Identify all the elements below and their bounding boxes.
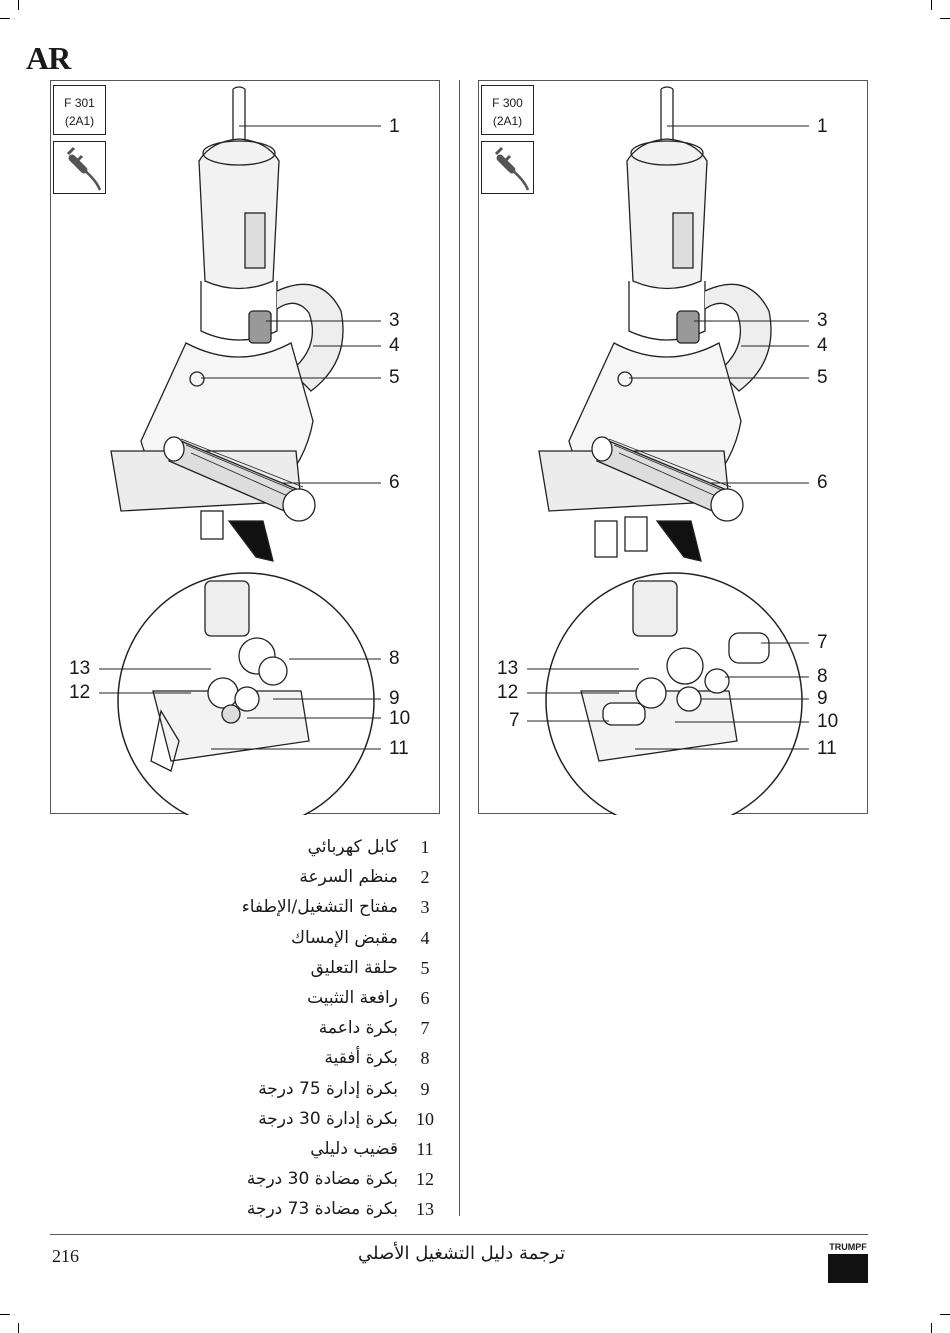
callout-3: 3 <box>389 310 400 331</box>
legend-number: 10 <box>416 1108 434 1129</box>
callout-12: 12 <box>69 682 91 703</box>
legend-label: رافعة التثبيت <box>307 987 398 1008</box>
crop-mark <box>931 0 932 10</box>
crop-mark <box>0 1314 10 1315</box>
model-code: (2A1) <box>492 114 523 128</box>
legend-number: 8 <box>420 1048 430 1069</box>
callout-4: 4 <box>389 335 400 356</box>
legend-number: 7 <box>420 1018 430 1039</box>
footer-divider <box>50 1234 868 1235</box>
legend-number: 9 <box>420 1078 430 1099</box>
model-name: F 300 <box>492 96 523 110</box>
brand-logo: TRUMPF <box>828 1242 868 1283</box>
crop-mark <box>0 18 10 19</box>
legend-item: 4 مقبض الإمساك <box>78 924 438 954</box>
model-label-box: F 301 (2A1) <box>53 85 106 135</box>
callout-12: 12 <box>497 682 519 703</box>
page-number: 216 <box>52 1246 79 1266</box>
callout-6: 6 <box>389 472 400 493</box>
callout-8: 8 <box>817 666 828 687</box>
legend-number: 11 <box>416 1138 434 1159</box>
column-divider <box>459 80 460 1216</box>
model-name: F 301 <box>64 96 95 110</box>
callout-5: 5 <box>389 367 400 388</box>
crop-mark <box>940 1314 950 1315</box>
legend-label: بكرة أفقية <box>324 1048 398 1069</box>
crop-mark <box>940 18 950 19</box>
callout-11: 11 <box>817 738 837 759</box>
crop-mark <box>931 1323 932 1333</box>
power-plug-icon <box>53 141 106 194</box>
crop-mark <box>18 1323 19 1333</box>
legend-label: بكرة إدارة 75 درجة <box>258 1078 398 1099</box>
legend-number: 3 <box>420 897 430 918</box>
legend-item: 6 رافعة التثبيت <box>78 984 438 1014</box>
legend-item: 13 بكرة مضادة 73 درجة <box>78 1195 438 1225</box>
legend-item: 5 حلقة التعليق <box>78 954 438 984</box>
figure-f301: F 301 (2A1) <box>50 80 440 815</box>
legend-label: قضيب دليلي <box>310 1138 398 1159</box>
legend-label: حلقة التعليق <box>310 957 398 978</box>
callout-1: 1 <box>817 116 828 137</box>
legend-number: 6 <box>420 987 430 1008</box>
legend-item: 3 مفتاح التشغيل/الإطفاء <box>78 893 438 923</box>
callout-7: 7 <box>509 710 520 731</box>
legend-number: 2 <box>420 867 430 888</box>
legend-number: 12 <box>416 1169 434 1190</box>
legend-item: 9 بكرة إدارة 75 درجة <box>78 1075 438 1105</box>
legend-label: مفتاح التشغيل/الإطفاء <box>241 897 398 918</box>
footer-title: ترجمة دليل التشغيل الأصلي <box>358 1243 566 1264</box>
legend-item: 11 قضيب دليلي <box>78 1135 438 1165</box>
crop-mark <box>18 0 19 10</box>
callout-1: 1 <box>389 116 400 137</box>
callout-10: 10 <box>817 711 839 732</box>
model-code: (2A1) <box>64 114 95 128</box>
legend-label: بكرة إدارة 30 درجة <box>258 1108 398 1129</box>
legend-item: 10 بكرة إدارة 30 درجة <box>78 1105 438 1135</box>
language-code: AR <box>26 40 71 76</box>
legend-number: 1 <box>420 837 430 857</box>
callout-9: 9 <box>389 688 400 709</box>
legend-label: بكرة مضادة 30 درجة <box>246 1169 398 1190</box>
callout-8: 8 <box>389 648 400 669</box>
legend-item: 8 بكرة أفقية <box>78 1044 438 1074</box>
tool-illustration <box>99 86 381 815</box>
legend-label: مقبض الإمساك <box>291 927 398 948</box>
model-label-box: F 300 (2A1) <box>481 85 534 135</box>
callout-11: 11 <box>389 738 409 759</box>
callout-10: 10 <box>389 708 411 729</box>
legend-label: كابل كهربائي <box>307 837 398 857</box>
callout-4: 4 <box>817 335 828 356</box>
legend-item: 1 كابل كهربائي <box>78 833 438 863</box>
callout-9: 9 <box>817 688 828 709</box>
callout-3: 3 <box>817 310 828 331</box>
callout-7: 7 <box>817 632 828 653</box>
power-plug-icon <box>481 141 534 194</box>
legend-number: 13 <box>416 1199 434 1220</box>
legend-label: منظم السرعة <box>299 867 398 888</box>
legend-number: 4 <box>420 927 430 948</box>
legend-number: 5 <box>420 957 430 978</box>
legend-label: بكرة داعمة <box>318 1018 398 1039</box>
brand-name: TRUMPF <box>829 1242 867 1252</box>
parts-legend: 1 كابل كهربائي 2 منظم السرعة 3 مفتاح التشغي… <box>78 833 438 1225</box>
legend-item: 2 منظم السرعة <box>78 863 438 893</box>
callout-13: 13 <box>69 658 91 679</box>
brand-block-icon <box>828 1254 868 1283</box>
figure-f300: F 300 (2A1) <box>478 80 868 815</box>
callout-6: 6 <box>817 472 828 493</box>
tool-illustration <box>527 86 809 815</box>
callout-13: 13 <box>497 658 519 679</box>
legend-item: 7 بكرة داعمة <box>78 1014 438 1044</box>
callout-5: 5 <box>817 367 828 388</box>
legend-label: بكرة مضادة 73 درجة <box>246 1199 398 1220</box>
legend-item: 12 بكرة مضادة 30 درجة <box>78 1165 438 1195</box>
